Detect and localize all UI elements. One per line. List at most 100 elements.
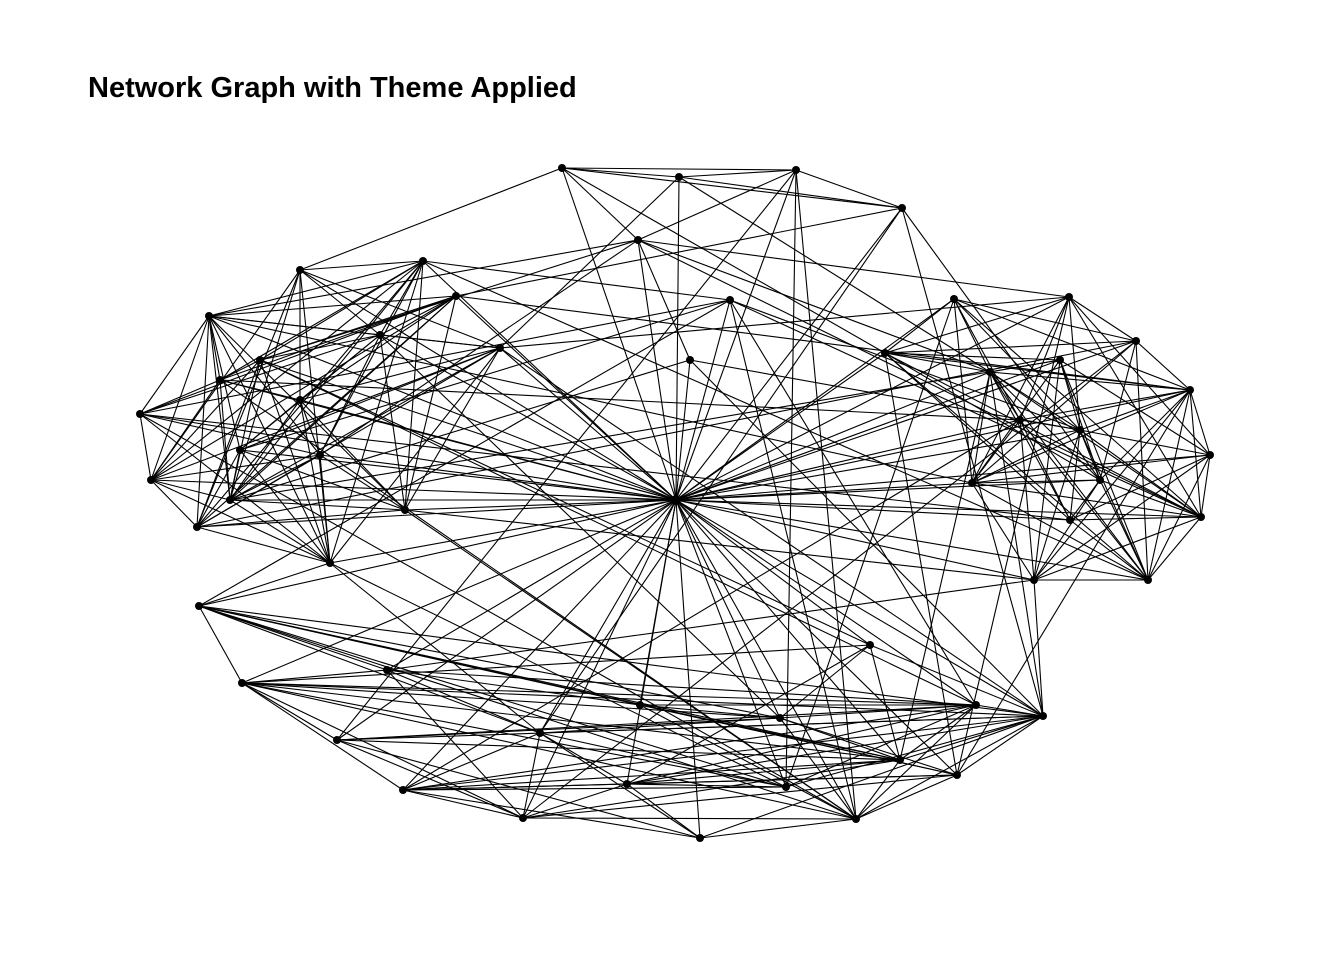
graph-edge	[956, 389, 1191, 776]
graph-edge	[1147, 389, 1191, 581]
graph-node	[216, 376, 224, 384]
graph-edge	[884, 352, 991, 373]
graph-edge	[522, 499, 677, 819]
graph-node	[401, 506, 409, 514]
graph-edge	[139, 413, 857, 820]
graph-edge	[989, 371, 1044, 717]
graph-edge	[241, 669, 388, 684]
graph-node	[1030, 576, 1038, 584]
graph-edge	[561, 167, 903, 209]
graph-node	[1197, 513, 1205, 521]
graph-edge	[689, 359, 1044, 717]
graph-edge	[539, 715, 1044, 734]
graph-edge	[561, 167, 639, 241]
graph-edge	[675, 419, 1021, 501]
graph-edge	[1059, 359, 1149, 581]
graph-node	[1056, 356, 1064, 364]
graph-edge	[1189, 389, 1202, 518]
graph-edge	[1099, 479, 1202, 518]
graph-edge	[522, 732, 541, 819]
graph-edge	[404, 509, 1035, 581]
graph-node	[634, 236, 642, 244]
graph-edge	[561, 167, 797, 171]
graph-edge	[539, 732, 787, 788]
graph-edge	[1033, 429, 1081, 581]
graph-edge	[259, 334, 381, 361]
graph-edge	[299, 399, 677, 501]
graph-edge	[1033, 359, 1061, 581]
graph-node	[296, 266, 304, 274]
graph-edge	[675, 429, 1081, 501]
graph-node	[852, 815, 860, 823]
graph-edge	[956, 296, 1070, 776]
graph-edge	[561, 167, 680, 178]
graph-edge	[953, 298, 991, 373]
graph-edge	[241, 682, 781, 719]
graph-edge	[855, 774, 958, 820]
graph-edge	[150, 379, 221, 481]
graph-edge	[729, 299, 1202, 518]
graph-edge	[239, 449, 406, 511]
graph-edge	[989, 371, 1101, 481]
graph-edge	[637, 239, 1070, 298]
graph-node	[399, 786, 407, 794]
graph-edge	[989, 371, 1202, 518]
graph-edge	[884, 352, 1149, 581]
graph-edge	[229, 499, 331, 564]
graph-edge	[229, 269, 301, 501]
graph-edge	[539, 207, 903, 734]
graph-edge	[689, 359, 1081, 431]
graph-node	[205, 312, 213, 320]
graph-edge	[208, 260, 424, 317]
graph-edge	[402, 759, 901, 791]
graph-edge	[319, 260, 424, 456]
graph-edge	[402, 704, 977, 791]
graph-edge	[229, 449, 241, 501]
graph-edge	[402, 419, 1021, 791]
graph-edge	[785, 715, 1044, 788]
graph-edge	[971, 482, 1035, 581]
graph-edge	[241, 682, 857, 820]
graph-edge	[196, 449, 241, 528]
graph-edge	[639, 704, 901, 761]
graph-edge	[379, 334, 501, 349]
graph-edge	[678, 169, 797, 178]
graph-edge	[1019, 296, 1070, 421]
graph-edge	[299, 269, 501, 349]
graph-edge	[637, 239, 991, 373]
graph-node	[1186, 386, 1194, 394]
graph-edge	[522, 783, 628, 819]
graph-edge	[975, 704, 1044, 717]
graph-edge	[208, 295, 457, 317]
graph-node	[896, 756, 904, 764]
graph-edge	[379, 334, 677, 501]
graph-edge	[150, 269, 301, 481]
graph-node	[1039, 712, 1047, 720]
graph-node	[147, 476, 155, 484]
graph-edge	[795, 169, 903, 209]
graph-edge	[971, 454, 1211, 484]
graph-edge	[675, 454, 1211, 501]
graph-edge	[219, 379, 1021, 421]
graph-node	[950, 295, 958, 303]
graph-edge	[139, 413, 677, 501]
graph-edge	[699, 715, 1044, 839]
graph-edge	[1135, 340, 1149, 581]
graph-node	[696, 834, 704, 842]
graph-edge	[884, 352, 1071, 521]
graph-edge	[259, 359, 677, 501]
graph-node	[1076, 426, 1084, 434]
graph-edge	[402, 499, 677, 791]
graph-edge	[785, 298, 955, 788]
graph-edge	[329, 562, 541, 734]
graph-edge	[626, 704, 977, 785]
graph-edge	[675, 499, 787, 788]
graph-edge	[402, 715, 1044, 791]
graph-edge	[675, 296, 1070, 501]
graph-edge	[402, 732, 541, 791]
graph-edge	[299, 295, 457, 401]
graph-edge	[259, 359, 331, 564]
graph-edge	[539, 732, 701, 839]
graph-edge	[1099, 340, 1137, 481]
